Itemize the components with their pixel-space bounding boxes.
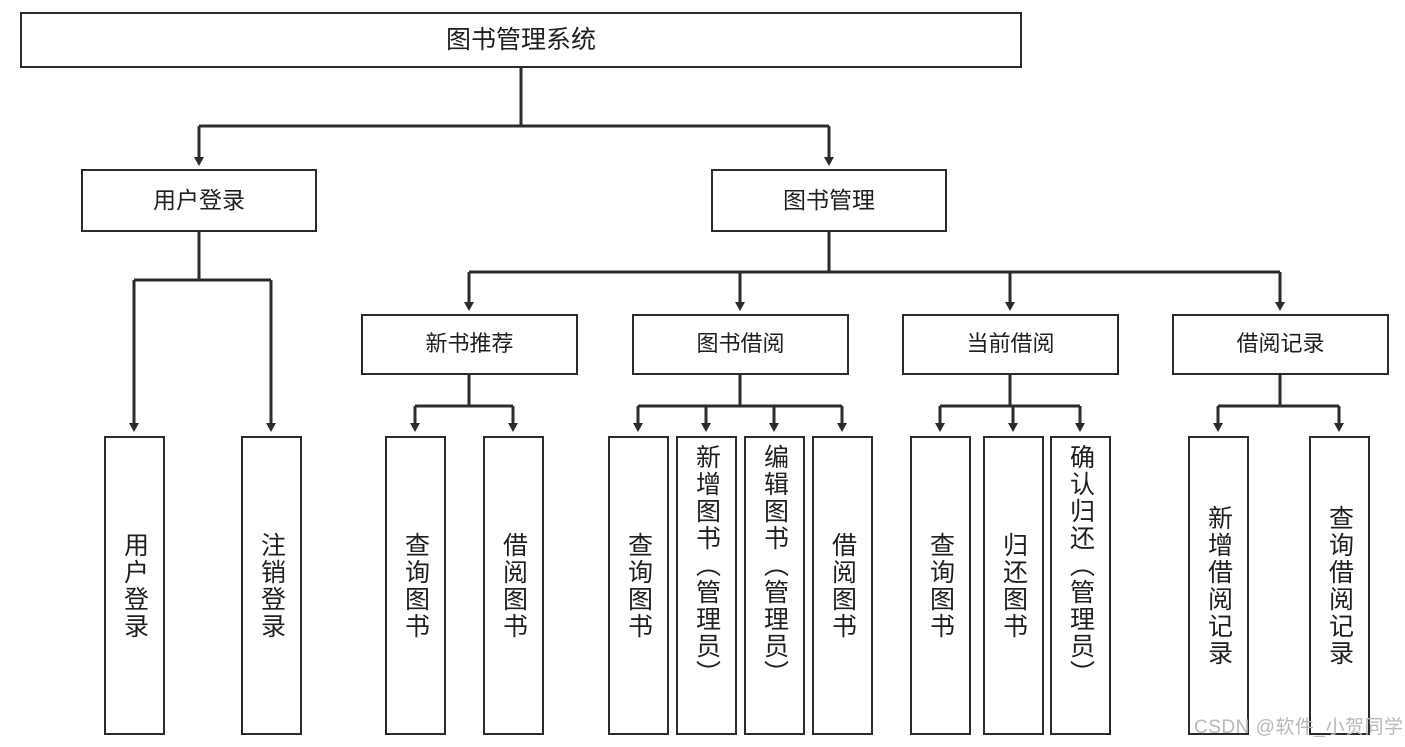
leaf-query-book-borrow[interactable]: 查询图书 <box>608 436 669 735</box>
leaf-add-borrow-record[interactable]: 新增借阅记录 <box>1188 436 1249 735</box>
node-label: 图书管理 <box>783 186 875 213</box>
node-label: 新增图书（管理员） <box>692 444 721 687</box>
leaf-user-login[interactable]: 用户登录 <box>104 436 165 735</box>
node-label: 借阅图书 <box>499 531 528 640</box>
leaf-edit-book-admin[interactable]: 编辑图书（管理员） <box>744 436 805 735</box>
node-label: 查询图书 <box>401 531 430 640</box>
leaf-query-book-current[interactable]: 查询图书 <box>910 436 971 735</box>
node-borrow-records[interactable]: 借阅记录 <box>1172 314 1389 375</box>
leaf-query-borrow-record[interactable]: 查询借阅记录 <box>1309 436 1370 735</box>
node-label: 新书推荐 <box>425 331 514 357</box>
node-label: 查询图书 <box>624 531 653 640</box>
node-label: 归还图书 <box>999 531 1028 640</box>
node-label: 确认归还（管理员） <box>1066 444 1095 687</box>
node-new-book-recommend[interactable]: 新书推荐 <box>361 314 578 375</box>
node-label: 注销登录 <box>257 531 286 640</box>
leaf-query-book-recommend[interactable]: 查询图书 <box>385 436 446 735</box>
leaf-borrow-book[interactable]: 借阅图书 <box>812 436 873 735</box>
node-label: 图书管理系统 <box>445 26 596 54</box>
watermark-text: CSDN @软件_小贺同学 <box>1194 717 1404 738</box>
node-root-system[interactable]: 图书管理系统 <box>20 12 1022 68</box>
leaf-add-book-admin[interactable]: 新增图书（管理员） <box>676 436 737 735</box>
leaf-logout[interactable]: 注销登录 <box>241 436 302 735</box>
node-current-borrow[interactable]: 当前借阅 <box>902 314 1119 375</box>
node-label: 查询借阅记录 <box>1325 504 1354 667</box>
leaf-confirm-return-admin[interactable]: 确认归还（管理员） <box>1050 436 1111 735</box>
node-label: 当前借阅 <box>966 331 1055 357</box>
node-book-borrow[interactable]: 图书借阅 <box>632 314 849 375</box>
node-book-management[interactable]: 图书管理 <box>711 169 947 232</box>
node-label: 用户登录 <box>153 186 245 213</box>
node-user-login[interactable]: 用户登录 <box>81 169 317 232</box>
node-label: 借阅记录 <box>1236 331 1325 357</box>
node-label: 新增借阅记录 <box>1204 504 1233 667</box>
node-label: 图书借阅 <box>696 331 785 357</box>
node-label: 查询图书 <box>926 531 955 640</box>
node-label: 编辑图书（管理员） <box>760 444 789 687</box>
node-label: 借阅图书 <box>828 531 857 640</box>
leaf-borrow-book-recommend[interactable]: 借阅图书 <box>483 436 544 735</box>
leaf-return-book[interactable]: 归还图书 <box>983 436 1044 735</box>
node-label: 用户登录 <box>120 531 149 640</box>
